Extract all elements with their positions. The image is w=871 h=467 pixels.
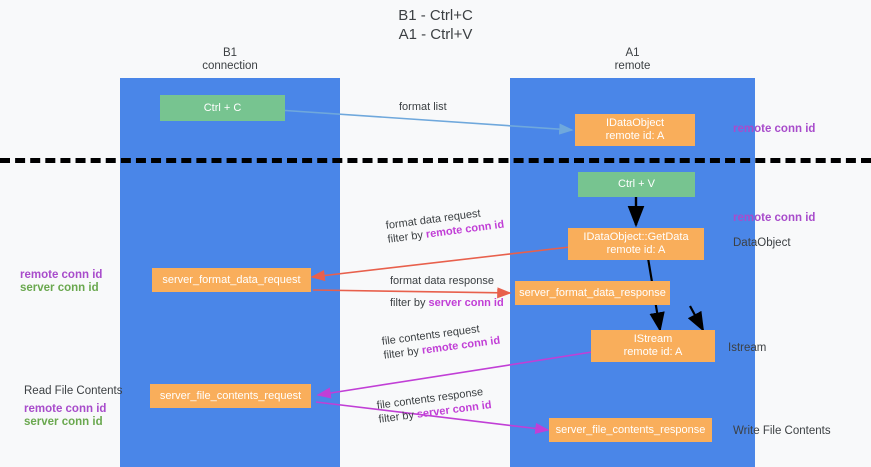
side-label-left-server-conn-id-mid: server conn id [20,282,99,294]
edge-label-fdres-prefix: filter by [390,297,429,309]
edge-file-contents-request [316,351,593,399]
box-ctrl-v-label: Ctrl + V [618,178,655,190]
page-title: B1 - Ctrl+C A1 - Ctrl+V [0,6,871,44]
edge-label-file-contents-response: file contents response filter by server … [376,386,492,427]
edge-label-format-list: format list [399,100,447,114]
edge-label-fcreq-prefix: filter by [382,344,423,362]
side-label-left-remote-conn-id-bot: remote conn id [24,403,107,415]
side-label-remote-conn-id-top: remote conn id [733,123,816,135]
edge-response-to-istream [687,305,705,332]
box-istream[interactable]: IStream remote id: A [591,330,715,362]
title-line-2: A1 - Ctrl+V [398,26,473,43]
phase-separator [0,158,871,163]
box-idataobject-remote-id: remote id: A [605,130,665,142]
edge-label-fcres-prefix: filter by [377,408,418,426]
box-server-format-data-response[interactable]: server_format_data_response [515,281,670,305]
edge-format-list [277,109,574,135]
box-istream-remote-id: remote id: A [623,346,683,358]
box-idataobject-getdata[interactable]: IDataObject::GetData remote id: A [568,228,704,260]
edge-format-data-request [310,246,571,282]
edge-label-format-data-request: format data request filter by remote con… [385,208,505,247]
side-label-dataobject: DataObject [733,237,791,249]
box-server-format-data-request-label: server_format_data_request [162,273,301,286]
edge-file-contents-response [315,401,550,435]
lane-header-b1-name: B1 [222,47,238,59]
box-ctrl-c[interactable]: Ctrl + C [160,95,285,121]
edge-label-fdres-line2: filter by server conn id [390,296,504,310]
side-label-remote-conn-id-mid: remote conn id [733,212,816,224]
box-ctrl-c-label: Ctrl + C [203,101,242,114]
lane-header-b1: B1 connection [120,47,340,73]
side-label-left-remote-conn-id-mid: remote conn id [20,269,103,281]
side-label-write-file-contents: Write File Contents [733,425,831,437]
box-getdata-remote-id: remote id: A [606,244,666,256]
box-server-file-contents-response-label: server_file_contents_response [555,423,706,436]
box-server-file-contents-response[interactable]: server_file_contents_response [549,418,712,442]
edge-format-data-response [312,287,512,299]
box-getdata-label: IDataObject::GetData [583,231,689,243]
edge-label-fdreq-prefix: filter by [386,228,427,246]
lane-header-a1-name: A1 [625,47,640,59]
side-label-left-server-conn-id-bot: server conn id [24,416,103,428]
edge-label-fdres-line1: format data response [390,275,494,287]
box-server-file-contents-request[interactable]: server_file_contents_request [150,384,311,408]
box-server-format-data-request[interactable]: server_format_data_request [152,268,311,292]
lane-header-a1: A1 remote [510,47,755,73]
title-line-1: B1 - Ctrl+C [398,7,473,24]
box-server-file-contents-request-label: server_file_contents_request [159,389,302,402]
edge-label-fdres-highlight: server conn id [428,297,504,309]
edge-label-format-list-text: format list [399,101,447,113]
lane-header-b1-role: connection [202,60,258,72]
edge-label-format-data-response: format data response filter by server co… [390,274,504,310]
lane-header-a1-role: remote [614,60,651,72]
side-label-istream: Istream [728,342,767,354]
box-istream-label: IStream [633,333,673,345]
box-idataobject[interactable]: IDataObject remote id: A [575,114,695,146]
edge-label-file-contents-request: file contents request filter by remote c… [381,323,501,363]
box-ctrl-v[interactable]: Ctrl + V [578,172,695,197]
box-idataobject-label: IDataObject [605,117,665,129]
side-label-read-file-contents: Read File Contents [24,385,123,397]
box-server-format-data-response-label: server_format_data_response [519,286,666,299]
